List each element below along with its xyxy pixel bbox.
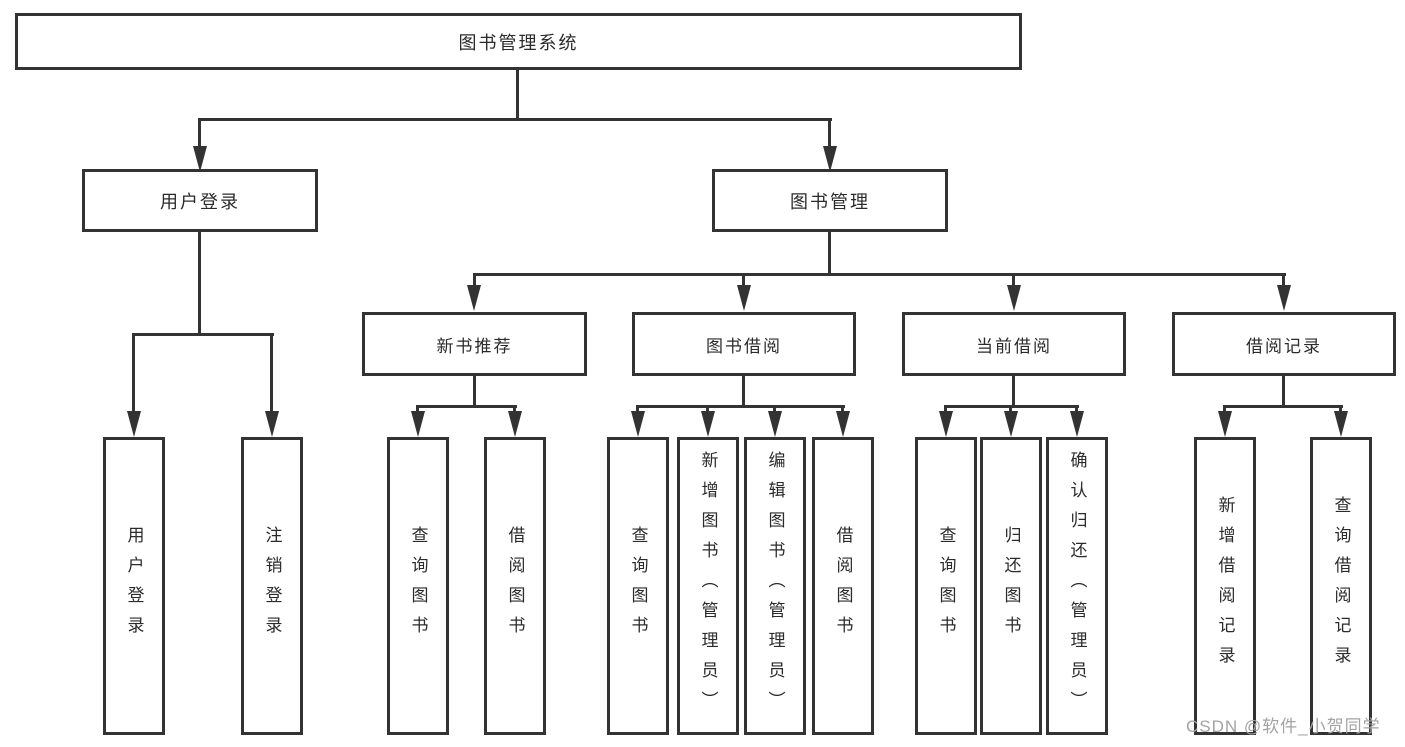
leaf-label: 查询图书	[628, 526, 648, 646]
connector-vline	[636, 405, 639, 415]
connector-vline	[270, 333, 273, 413]
arrowhead-icon	[1070, 411, 1084, 437]
arrowhead-icon	[737, 285, 751, 311]
leaf-label: 确认归还（管理员）	[1067, 451, 1087, 721]
leaf-query-books-current: 查询图书	[915, 437, 977, 735]
connector-hline	[198, 118, 832, 121]
leaf-user-login: 用户登录	[103, 437, 165, 735]
connector-vline	[198, 118, 201, 146]
leaf-label: 新增借阅记录	[1215, 496, 1235, 676]
leaf-confirm-return-admin: 确认归还（管理员）	[1046, 437, 1108, 735]
leaf-query-books-recommend: 查询图书	[387, 437, 449, 735]
leaf-label: 用户登录	[124, 526, 144, 646]
node-label: 新书推荐	[436, 336, 513, 356]
node-book-borrow: 图书借阅	[632, 312, 856, 376]
connector-vline	[516, 70, 519, 118]
arrowhead-icon	[836, 411, 850, 437]
connector-vline	[1339, 405, 1342, 415]
connector-vline	[1282, 273, 1285, 287]
leaf-add-books-admin: 新增图书（管理员）	[677, 437, 739, 735]
node-label: 图书管理系统	[458, 32, 579, 53]
arrowhead-icon	[193, 146, 207, 172]
leaf-label: 查询图书	[408, 526, 428, 646]
node-label: 图书管理	[790, 191, 870, 212]
leaf-logout: 注销登录	[241, 437, 303, 735]
leaf-borrow-books: 借阅图书	[812, 437, 874, 735]
leaf-return-books: 归还图书	[980, 437, 1042, 735]
node-new-book-recommend: 新书推荐	[362, 312, 587, 376]
connector-vline	[1223, 405, 1226, 415]
leaf-edit-books-admin: 编辑图书（管理员）	[744, 437, 806, 735]
connector-vline	[198, 232, 201, 333]
leaf-borrow-books-recommend: 借阅图书	[484, 437, 546, 735]
leaf-label: 查询图书	[936, 526, 956, 646]
arrowhead-icon	[508, 411, 522, 437]
arrowhead-icon	[768, 411, 782, 437]
connector-hline	[132, 333, 274, 336]
csdn-watermark: CSDN @软件_小贺同学	[1186, 717, 1381, 736]
connector-hline	[636, 405, 845, 408]
node-label: 图书借阅	[706, 336, 782, 356]
connector-vline	[706, 405, 709, 415]
connector-vline	[1282, 376, 1285, 405]
connector-hline	[473, 273, 1286, 276]
connector-vline	[416, 405, 419, 415]
leaf-label: 注销登录	[262, 526, 282, 646]
leaf-query-borrow-record: 查询借阅记录	[1310, 437, 1372, 735]
node-label: 用户登录	[160, 191, 240, 212]
leaf-label: 归还图书	[1001, 526, 1021, 646]
connector-vline	[944, 405, 947, 415]
node-borrow-record: 借阅记录	[1172, 312, 1396, 376]
arrowhead-icon	[1007, 285, 1021, 311]
connector-vline	[473, 376, 476, 405]
leaf-label: 查询借阅记录	[1331, 496, 1351, 676]
arrowhead-icon	[939, 411, 953, 437]
connector-vline	[1012, 273, 1015, 287]
node-label: 当前借阅	[976, 336, 1052, 356]
connector-vline	[773, 405, 776, 415]
arrowhead-icon	[1334, 411, 1348, 437]
leaf-add-borrow-record: 新增借阅记录	[1194, 437, 1256, 735]
connector-vline	[828, 232, 831, 273]
arrowhead-icon	[631, 411, 645, 437]
node-user-login: 用户登录	[82, 169, 318, 232]
leaf-label: 编辑图书（管理员）	[765, 451, 785, 721]
arrowhead-icon	[1004, 411, 1018, 437]
leaf-label: 借阅图书	[833, 526, 853, 646]
connector-vline	[1075, 405, 1078, 415]
arrowhead-icon	[127, 411, 141, 437]
node-label: 借阅记录	[1246, 336, 1322, 356]
arrowhead-icon	[265, 411, 279, 437]
arrowhead-icon	[1218, 411, 1232, 437]
node-book-management: 图书管理	[712, 169, 948, 232]
connector-vline	[742, 273, 745, 287]
connector-vline	[1012, 376, 1015, 405]
connector-vline	[1009, 405, 1012, 415]
connector-vline	[473, 273, 476, 287]
leaf-label: 借阅图书	[505, 526, 525, 646]
arrowhead-icon	[823, 146, 837, 172]
connector-vline	[841, 405, 844, 415]
connector-vline	[132, 333, 135, 413]
arrowhead-icon	[467, 285, 481, 311]
leaf-query-books-borrow: 查询图书	[607, 437, 669, 735]
arrowhead-icon	[1277, 285, 1291, 311]
connector-vline	[742, 376, 745, 405]
leaf-label: 新增图书（管理员）	[698, 451, 718, 721]
connector-vline	[828, 118, 831, 146]
arrowhead-icon	[411, 411, 425, 437]
connector-vline	[513, 405, 516, 415]
node-root-system: 图书管理系统	[15, 13, 1022, 70]
node-current-borrow: 当前借阅	[902, 312, 1126, 376]
connector-hline	[1223, 405, 1343, 408]
connector-hline	[416, 405, 517, 408]
arrowhead-icon	[701, 411, 715, 437]
